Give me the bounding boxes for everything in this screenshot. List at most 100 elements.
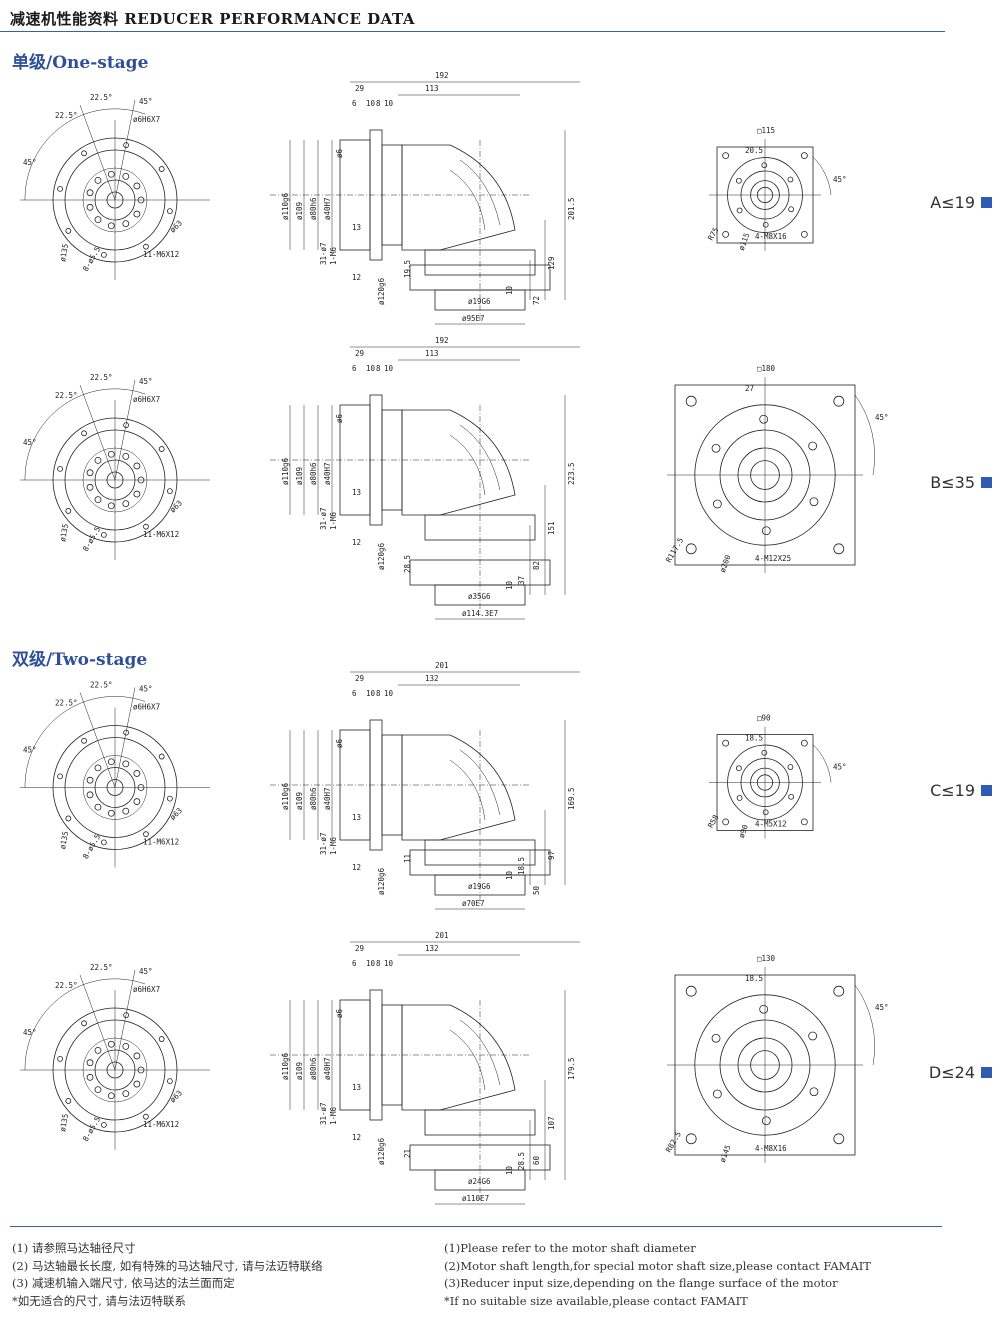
bolt-hole <box>107 1092 115 1100</box>
diameter-dim: ø110g6 <box>281 782 290 810</box>
radius-dim: R82.5 <box>664 1130 683 1154</box>
mount-hole <box>158 446 165 452</box>
corner-hole <box>833 543 845 555</box>
angle-label: 45° <box>23 1028 37 1037</box>
corner-hole <box>722 739 730 747</box>
bolt-hole <box>94 216 102 224</box>
bolt-hole <box>86 189 94 197</box>
height-dim: 10 <box>505 870 514 880</box>
dim-label: ø6 <box>335 738 344 748</box>
bolt-hole <box>94 1086 102 1094</box>
diameter-dim: ø40H7 <box>323 197 332 220</box>
length-dim: 10 <box>384 99 394 108</box>
corner-hole <box>800 739 808 747</box>
mount-hole <box>100 531 107 538</box>
height-dim: 223.5 <box>567 462 576 485</box>
diameter-dim: ø120g6 <box>377 542 386 570</box>
diameter-dim: ø19G6 <box>468 297 491 306</box>
corner-hole <box>685 543 697 555</box>
bolt-hole <box>107 450 115 458</box>
dim-label: 31-ø7 <box>319 1102 328 1125</box>
length-dim: 8 <box>376 689 381 698</box>
diameter-dim: ø110g6 <box>281 1052 290 1080</box>
corner-hole <box>800 230 808 238</box>
corner-hole <box>833 395 845 407</box>
mount-hole <box>123 1012 130 1019</box>
dim-label: ø6 <box>335 1008 344 1018</box>
bolt-hole <box>107 502 115 510</box>
corner-hole <box>722 818 730 826</box>
height-dim: 151 <box>547 521 556 535</box>
bolt-hole <box>86 483 94 491</box>
note-en-3: (3)Reducer input size,depending on the f… <box>444 1276 838 1290</box>
note-en-1: (1)Please refer to the motor shaft diame… <box>444 1241 696 1255</box>
diameter-dim: ø24G6 <box>468 1177 491 1186</box>
blue-square-marker <box>981 1067 992 1078</box>
blue-square-marker <box>981 197 992 208</box>
flange-hole <box>808 1031 818 1041</box>
bolt-hole <box>86 791 94 799</box>
bolt-hole <box>133 1080 141 1088</box>
angle-label: 45° <box>875 413 889 422</box>
diameter-dim: ø80h6 <box>309 197 318 220</box>
pcd-dim: ø90 <box>737 823 750 839</box>
height-dim: 82 <box>532 561 541 570</box>
mount-hole <box>143 243 149 250</box>
height-dim: 10 <box>505 1165 514 1175</box>
bolt-hole <box>133 462 141 470</box>
mount-hole <box>65 228 72 234</box>
bolt-hole <box>133 182 141 190</box>
ratio-text: B≤35 <box>930 473 975 492</box>
mount-hole <box>143 831 149 838</box>
dim-label: 12 <box>352 863 361 872</box>
bolt-hole <box>122 220 130 228</box>
corner-hole <box>722 152 730 160</box>
bolt-hole <box>122 807 130 815</box>
height-dim: 37 <box>517 576 526 585</box>
square-dim: □115 <box>757 126 775 135</box>
diameter-dim: ø95E7 <box>462 314 485 323</box>
bolt-hole <box>107 222 115 230</box>
page-title: 减速机性能资料 REDUCER PERFORMANCE DATA <box>10 10 415 28</box>
bolt-hole <box>107 809 115 817</box>
angle-label: 45° <box>875 1003 889 1012</box>
bolt-hole <box>94 1046 102 1054</box>
bolt-hole <box>133 210 141 218</box>
holes-dim: 8-ø5.5 <box>81 525 102 553</box>
angle-label: 22.5° <box>55 391 78 400</box>
note-en-4: *If no suitable size available,please co… <box>444 1293 748 1308</box>
bolt-hole <box>86 469 94 477</box>
diameter-dim: ø109 <box>295 1062 304 1080</box>
length-dim: 29 <box>355 944 364 953</box>
length-dim: 113 <box>425 349 439 358</box>
diameter-dim: ø109 <box>295 792 304 810</box>
screw-dim: 4-M8X16 <box>755 1144 787 1153</box>
length-dim: 201 <box>435 661 449 670</box>
holes-dim: 8-ø5.5 <box>81 833 102 861</box>
mount-hole <box>65 508 72 514</box>
screw-dim: 11-M6X12 <box>143 250 179 259</box>
flange-hole <box>736 795 743 801</box>
angle-label: 45° <box>23 438 37 447</box>
ratio-text: A≤19 <box>930 193 975 212</box>
length-dim: 10 <box>366 689 376 698</box>
angle-label: 22.5° <box>55 981 78 990</box>
length-dim: 10 <box>384 364 394 373</box>
mount-hole <box>57 465 64 472</box>
mount-hole <box>81 1020 87 1027</box>
bolt-hole <box>122 452 130 460</box>
square-dim: □90 <box>757 714 771 723</box>
corner-hole <box>833 985 845 997</box>
flange-hole <box>759 1004 769 1014</box>
dim-label: 13 <box>352 223 361 232</box>
length-dim: 113 <box>425 84 439 93</box>
length-dim: 6 <box>352 364 357 373</box>
